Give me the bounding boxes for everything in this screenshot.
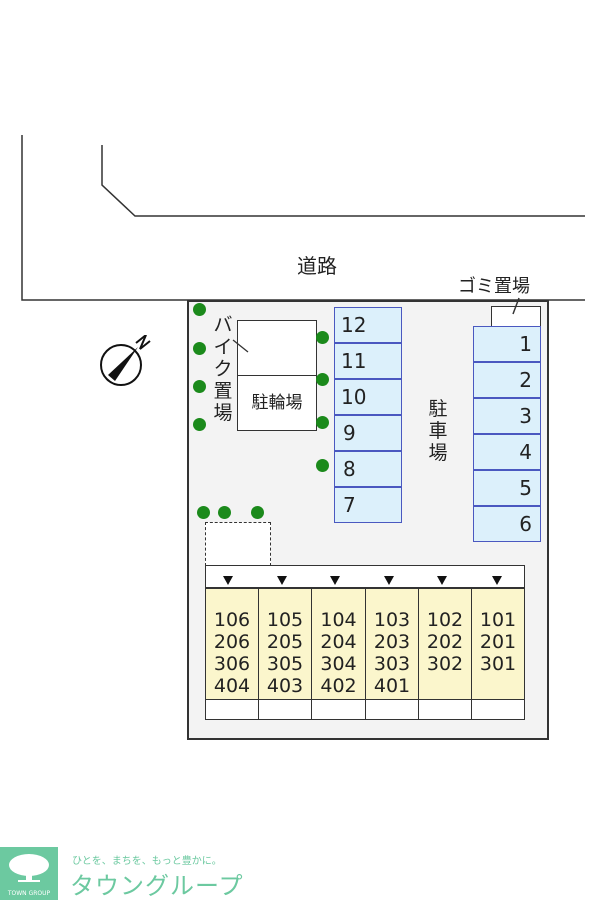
tree-icon xyxy=(193,418,206,431)
tree-icon xyxy=(316,459,329,472)
garbage-pointer xyxy=(512,297,520,315)
parking-slot: 12 xyxy=(341,313,367,337)
road-label: 道路 xyxy=(297,254,337,278)
tree-icon xyxy=(316,331,329,344)
unit-balcony xyxy=(418,699,472,720)
parking-slot: 4 xyxy=(519,440,532,464)
bike-area xyxy=(237,320,317,377)
tree-icon xyxy=(197,506,210,519)
unit-column: 106 206 306 404 xyxy=(205,588,259,700)
parking-slot: 9 xyxy=(343,421,356,445)
parking-slot: 2 xyxy=(519,368,532,392)
unit-balcony xyxy=(365,699,419,720)
tree-icon xyxy=(316,373,329,386)
parking-slot: 1 xyxy=(519,332,532,356)
entrance-icon xyxy=(223,576,233,585)
dashed-area xyxy=(205,522,271,566)
entrance-icon xyxy=(330,576,340,585)
garbage-label: ゴミ置場 xyxy=(458,276,530,297)
north-compass-icon xyxy=(100,335,151,386)
unit-balcony xyxy=(205,699,259,720)
logo-name: タウングループ xyxy=(70,872,244,900)
logo-mark-text: TOWN GROUP xyxy=(7,890,51,897)
entrance-icon xyxy=(277,576,287,585)
entrance-icon xyxy=(492,576,502,585)
bike-parking-label: バイク置場 xyxy=(212,314,234,424)
unit-column: 102 202 302 xyxy=(418,588,472,700)
unit-column: 105 205 305 403 xyxy=(258,588,312,700)
unit-balcony xyxy=(258,699,312,720)
tree-icon xyxy=(316,416,329,429)
parking-slot: 7 xyxy=(343,493,356,517)
logo-tagline: ひとを、まちを、もっと豊かに。 xyxy=(72,856,222,867)
tree-icon xyxy=(251,506,264,519)
entrance-icon xyxy=(384,576,394,585)
bike-pointer xyxy=(232,339,249,353)
parking-slot: 6 xyxy=(519,512,532,536)
parking-slot: 10 xyxy=(341,385,367,409)
unit-column: 101 201 301 xyxy=(471,588,525,700)
tree-icon xyxy=(218,506,231,519)
parking-slot: 3 xyxy=(519,404,532,428)
tree-icon xyxy=(193,342,206,355)
parking-slot: 11 xyxy=(341,349,367,373)
building-entrance-strip xyxy=(205,565,525,588)
bicycle-parking: 駐輪場 xyxy=(237,375,317,431)
car-parking-label: 駐車場 xyxy=(428,398,448,464)
unit-column: 104 204 304 402 xyxy=(311,588,366,700)
tree-icon xyxy=(193,380,206,393)
parking-slot: 8 xyxy=(343,457,356,481)
tree-icon xyxy=(193,303,206,316)
entrance-icon xyxy=(437,576,447,585)
parking-slot: 5 xyxy=(519,476,532,500)
company-logo-mark: TOWN GROUP xyxy=(0,847,58,900)
unit-column: 103 203 303 401 xyxy=(365,588,419,700)
tree-logo-icon xyxy=(9,854,49,882)
unit-balcony xyxy=(311,699,366,720)
unit-balcony xyxy=(471,699,525,720)
